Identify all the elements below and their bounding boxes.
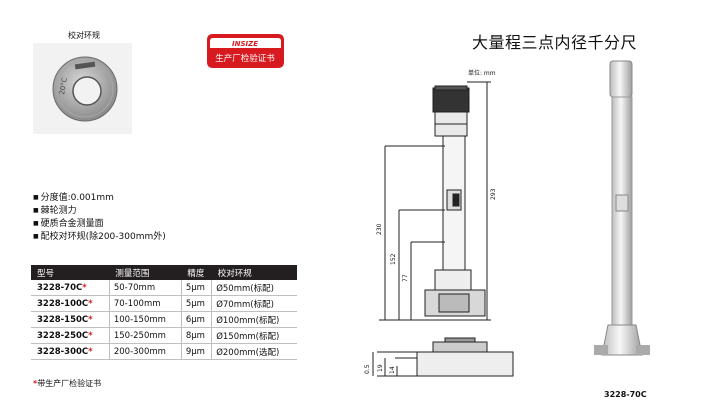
feature-item: 配校对环规(除200-300mm外) (33, 231, 166, 244)
accuracy-cell: 6μm (181, 311, 213, 328)
accuracy-cell: 5μm (181, 295, 213, 312)
range-cell: 150-250mm (109, 327, 182, 344)
dim-152: 152 (390, 253, 397, 265)
ring-cell: Ø100mm(标配) (211, 311, 297, 328)
ring-gauge-image: 20°C (33, 43, 132, 134)
badge-text: 生产厂检验证书 (215, 53, 275, 64)
feature-item: 硬质合金测量面 (33, 218, 166, 231)
star-mark: * (88, 330, 93, 341)
feature-item: 棘轮测力 (33, 205, 166, 218)
dim-230: 230 (376, 223, 383, 235)
range-cell: 100-150mm (109, 311, 182, 328)
star-mark: * (82, 282, 87, 293)
header-range: 测量范围 (109, 265, 182, 280)
ring-cell: Ø150mm(标配) (211, 327, 297, 344)
table-row: 3228-70C* 50-70mm 5μm Ø50mm(标配) (31, 280, 297, 296)
dim-0-5: 0.5 (364, 364, 371, 374)
table-row: 3228-300C* 200-300mm 9μm Ø200mm(选配) (31, 343, 297, 360)
range-cell: 70-100mm (109, 295, 182, 312)
badge-brand: INSIZE (232, 40, 258, 48)
model-cell: 3228-70C (37, 282, 83, 293)
accuracy-cell: 5μm (181, 280, 213, 296)
dim-14: 14 (389, 366, 396, 374)
ring-engraving: 20°C (58, 77, 69, 96)
table-row: 3228-150C* 100-150mm 6μm Ø100mm(标配) (31, 311, 297, 328)
dim-19: 19 (377, 364, 384, 372)
header-ring: 校对环规 (211, 265, 297, 280)
range-cell: 200-300mm (109, 343, 182, 360)
model-cell: 3228-150C (37, 314, 89, 325)
ring-cell: Ø70mm(标配) (211, 295, 297, 312)
certificate-badge: INSIZE 生产厂检验证书 (203, 30, 288, 72)
star-mark: * (88, 314, 93, 325)
ring-gauge-label: 校对环规 (68, 31, 100, 40)
range-cell: 50-70mm (109, 280, 182, 296)
model-cell: 3228-300C (37, 346, 89, 357)
star-mark: * (88, 298, 93, 309)
product-caption: 3228-70C (604, 390, 647, 399)
table-header-row: 型号 测量范围 精度 校对环规 (31, 265, 297, 280)
feature-list: 分度值:0.001mm 棘轮测力 硬质合金测量面 配校对环规(除200-300m… (33, 192, 166, 244)
spec-table: 型号 测量范围 精度 校对环规 3228-70C* 50-70mm 5μm Ø5… (31, 265, 297, 360)
star-mark: * (88, 346, 93, 357)
model-cell: 3228-250C (37, 330, 89, 341)
page-title: 大量程三点内径千分尺 (472, 33, 638, 52)
dim-293: 293 (490, 188, 497, 200)
feature-item: 分度值:0.001mm (33, 192, 166, 205)
footnote-text: 带生产厂检验证书 (37, 379, 102, 388)
ring-cell: Ø50mm(标配) (211, 280, 297, 296)
technical-drawing: 293 230 152 77 0.5 19 14 (364, 81, 514, 377)
accuracy-cell: 9μm (181, 343, 213, 360)
footnote-star: * (33, 379, 38, 388)
dim-77: 77 (402, 274, 409, 282)
accuracy-cell: 8μm (181, 327, 213, 344)
header-model: 型号 (31, 265, 110, 280)
table-row: 3228-250C* 150-250mm 8μm Ø150mm(标配) (31, 327, 297, 344)
footnote: *带生产厂检验证书 (33, 378, 101, 389)
table-row: 3228-100C* 70-100mm 5μm Ø70mm(标配) (31, 295, 297, 312)
unit-label: 单位: mm (468, 70, 496, 77)
header-accuracy: 精度 (181, 265, 212, 280)
ring-cell: Ø200mm(选配) (211, 343, 297, 360)
model-cell: 3228-100C (37, 298, 89, 309)
product-photo (594, 60, 650, 356)
